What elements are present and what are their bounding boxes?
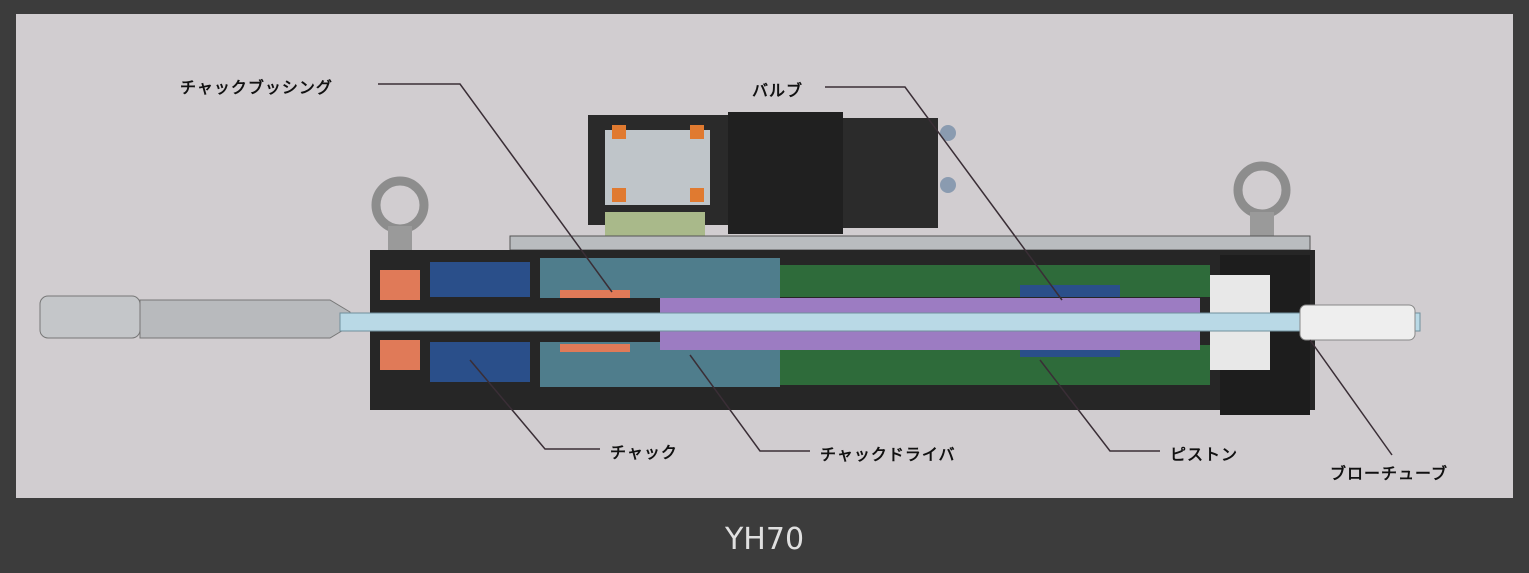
blow-tube-end: [1299, 304, 1416, 341]
shank-rod: [39, 295, 351, 339]
label-piston: ピストン: [1170, 445, 1239, 464]
label-chuck-driver: チャックドライバ: [820, 445, 956, 464]
label-chuck-bushing: チャックブッシング: [180, 78, 333, 97]
blow-tube-shape: [339, 312, 1421, 332]
figure-caption: YH70: [724, 522, 805, 557]
side-rod: [509, 235, 1311, 251]
leader-lines: [378, 83, 1393, 456]
eye-bolt-left: [371, 176, 429, 256]
label-chuck: チャック: [610, 443, 678, 462]
eye-bolt-right: [1233, 161, 1291, 242]
label-blow-tube: ブローチューブ: [1330, 464, 1449, 483]
valve-housing: [588, 112, 956, 240]
label-valve: バルブ: [752, 81, 804, 100]
